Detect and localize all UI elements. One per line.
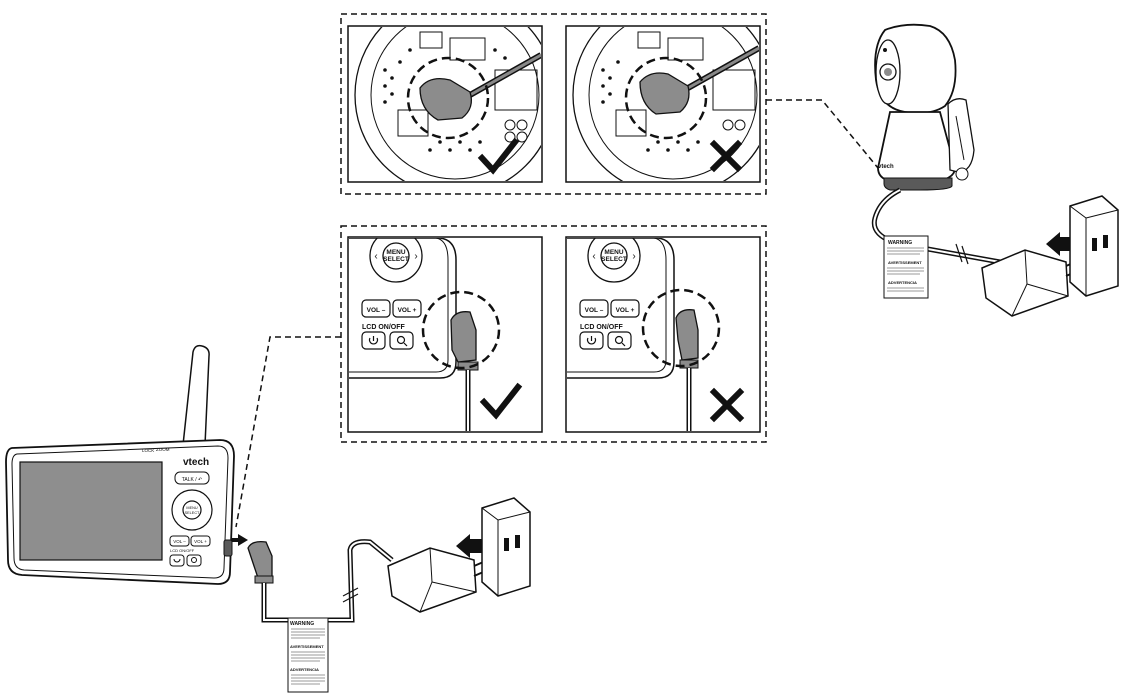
- monitor-menu-label1: MENU: [186, 506, 197, 510]
- monitor-callout-frame: [340, 225, 767, 443]
- svg-text:‹: ‹: [374, 251, 377, 262]
- cross-icon: [709, 139, 743, 173]
- menu-label-line2: SELECT: [601, 256, 627, 263]
- lcd-label: LCD ON/OFF: [580, 324, 623, 331]
- monitor-screen: [19, 461, 163, 561]
- talk-button-label: TALK / ↶: [182, 477, 203, 483]
- parent-monitor: LOCK ZOOM vtech TALK / ↶ MENU SELECT VOL…: [5, 344, 235, 585]
- vol-plus-label: VOL +: [616, 307, 635, 314]
- vol-minus-label: VOL –: [367, 307, 386, 314]
- monitor-wall-outlet: [481, 497, 531, 597]
- menu-label-line2: SELECT: [383, 256, 409, 263]
- monitor-antenna: [182, 344, 210, 446]
- cross-icon: [709, 387, 745, 423]
- camera-panel-incorrect: [565, 25, 761, 183]
- tag-avertissement: AVERTISSEMENT: [290, 644, 324, 649]
- monitor-callout-group: MENU SELECT ‹ › VOL – VOL + LCD ON/OFF: [235, 225, 767, 528]
- monitor-lcd-label: LCD ON/OFF: [170, 548, 195, 553]
- monitor-power-adapter: [387, 547, 489, 613]
- checkmark-icon: [477, 137, 520, 175]
- camera-tag-avertissement: AVERTISSEMENT: [888, 260, 922, 265]
- monitor-vol-minus: VOL –: [173, 539, 186, 544]
- monitor-adapter-plug: [232, 534, 394, 623]
- power-icon: [368, 336, 379, 345]
- camera-tag-warning: WARNING: [888, 240, 912, 246]
- zoom-icon: [396, 335, 408, 347]
- monitor-power-jack: [223, 539, 233, 557]
- baby-camera: vtech: [874, 23, 975, 191]
- lcd-label: LCD ON/OFF: [362, 324, 405, 331]
- monitor-panel-incorrect: MENU SELECT ‹ › VOL – VOL + LCD ON/OFF: [565, 236, 761, 433]
- checkmark-icon: [479, 382, 523, 420]
- camera-warning-tag: WARNING AVERTISSEMENT ADVERTENCIA: [883, 235, 929, 299]
- tag-warning: WARNING: [290, 621, 314, 627]
- monitor-top-label-left: LOCK: [142, 448, 154, 453]
- monitor-callout-leader: [235, 336, 341, 528]
- monitor-panel-correct: MENU SELECT ‹ › VOL – VOL + LCD ON/OFF: [347, 236, 543, 433]
- svg-text:›: ›: [632, 251, 635, 262]
- camera-wall-outlet: [1069, 195, 1119, 297]
- insert-arrow: [232, 534, 248, 546]
- vol-minus-label: VOL –: [585, 307, 604, 314]
- camera-callout-frame: [340, 13, 767, 195]
- monitor-top-label-right: ZOOM: [156, 447, 170, 452]
- camera-tag-advertencia: ADVERTENCIA: [888, 280, 917, 285]
- vol-plus-label: VOL +: [398, 307, 417, 314]
- zoom-icon: [614, 335, 626, 347]
- monitor-nav-ring: [171, 489, 213, 531]
- camera-mount-bracket: [947, 98, 975, 173]
- menu-label-line1: MENU: [386, 249, 405, 256]
- svg-text:‹: ‹: [592, 251, 595, 262]
- monitor-brand-logo: vtech: [183, 457, 209, 468]
- power-icon: [586, 336, 597, 345]
- camera-brand-logo: vtech: [878, 164, 894, 170]
- svg-text:›: ›: [414, 251, 417, 262]
- camera-panel-correct: [347, 25, 543, 183]
- camera-callout-group: [340, 13, 879, 195]
- monitor-vol-plus: VOL +: [194, 539, 207, 544]
- tag-advertencia: ADVERTENCIA: [290, 667, 319, 672]
- menu-label-line1: MENU: [604, 249, 623, 256]
- monitor-warning-tag: WARNING AVERTISSEMENT ADVERTENCIA: [287, 617, 329, 693]
- monitor-menu-label2: SELECT: [185, 511, 200, 515]
- camera-callout-leader: [766, 99, 879, 169]
